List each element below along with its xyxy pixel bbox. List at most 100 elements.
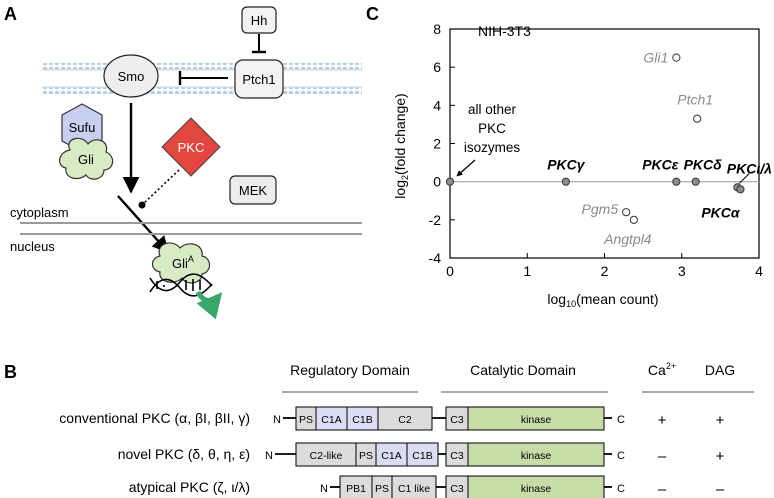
panel-a: A Hh Ptch1 Smo Sufu Gli: [4, 4, 362, 320]
annotation-arrow: [456, 159, 476, 177]
hh-box: [241, 6, 277, 34]
pkc-dotted-link: [143, 169, 180, 204]
x-tick-label: 1: [523, 263, 531, 279]
header-dag: DAG: [705, 362, 735, 378]
annotation-line-2: PKC: [478, 121, 506, 136]
n-terminus: N: [320, 483, 328, 495]
isozyme-annotation: all other PKC isozymes: [456, 102, 520, 177]
panel-c-letter: C: [366, 4, 379, 24]
point-label: Angtpl4: [603, 231, 652, 247]
data-point: [622, 208, 631, 217]
header-regulatory: Regulatory Domain: [290, 362, 410, 378]
domain-label: C1A: [321, 414, 341, 426]
y-axis-title: log2(fold change): [392, 93, 410, 198]
x-axis-title: log10(mean count): [547, 291, 658, 309]
row-label: novel PKC (δ, θ, η, ε): [118, 446, 250, 462]
panel-b: B Regulatory Domain Catalytic Domain Ca2…: [4, 361, 754, 498]
ca-dependence: –: [658, 481, 667, 498]
dag-dependence: –: [716, 481, 725, 498]
domain-label: C2-like: [310, 450, 343, 462]
y-tick-label: 6: [433, 59, 441, 75]
point-label: PKCδ: [684, 157, 723, 173]
cell-membrane: [42, 63, 362, 94]
panel-a-letter: A: [4, 4, 17, 24]
hh-label: Hh: [251, 13, 268, 28]
y-tick-label: 2: [433, 136, 441, 152]
data-point: [445, 177, 455, 186]
point-label: PKCε: [642, 157, 679, 173]
sufu-label: Sufu: [69, 120, 96, 135]
panel-b-letter: B: [4, 362, 17, 382]
mek-label: MEK: [239, 183, 268, 198]
ptch1-label: Ptch1: [242, 72, 275, 87]
point-label: PKCα: [701, 204, 741, 220]
gli-active-cloud: [151, 242, 211, 284]
c-terminus: C: [617, 414, 625, 426]
domain-label: kinase: [521, 450, 552, 462]
domain-label: C1A: [381, 450, 401, 462]
y-tick-label: 0: [433, 174, 441, 190]
domain-label: PS: [359, 450, 373, 462]
smo-label: Smo: [118, 69, 145, 84]
pkc-row-novel: novel PKC (δ, θ, η, ε) N C2-like PS C1A …: [118, 442, 725, 467]
pkc-row-conventional: conventional PKC (α, βI, βII, γ) N PS C1…: [59, 406, 725, 431]
n-terminus: N: [265, 450, 273, 462]
cytoplasm-label: cytoplasm: [10, 205, 69, 220]
n-terminus: N: [273, 414, 281, 426]
nucleus-label: nucleus: [10, 239, 55, 254]
header-catalytic: Catalytic Domain: [470, 362, 576, 378]
x-tick-label: 3: [678, 263, 686, 279]
c-terminus: C: [617, 483, 625, 495]
point-label: Gli1: [643, 50, 668, 66]
row-label: atypical PKC (ζ, ι/λ): [129, 479, 250, 495]
pkc-row-atypical: atypical PKC (ζ, ι/λ) N PB1 PS C1 like C…: [129, 475, 725, 498]
domain-label: PS: [375, 483, 389, 495]
domain-label: PB1: [346, 483, 366, 495]
ptch1-box: [234, 59, 284, 99]
point-label: Ptch1: [677, 92, 713, 108]
pkc-diamond: [161, 117, 221, 177]
transcription-arrow-icon: [195, 290, 223, 320]
domain-label: C3: [450, 450, 464, 462]
domain-label: C1B: [352, 414, 372, 426]
domain-label: PS: [299, 414, 313, 426]
domain-label: kinase: [521, 414, 552, 426]
data-point: [672, 177, 681, 186]
point-label: Pgm5: [582, 201, 619, 217]
y-tick-label: -4: [429, 250, 442, 266]
mek-box: [229, 175, 277, 205]
dag-dependence: +: [716, 412, 725, 429]
pkc-link-dot: [138, 201, 146, 209]
point-label: PKCγ: [547, 157, 586, 173]
x-tick-label: 0: [446, 263, 454, 279]
header-ca: Ca2+: [648, 361, 676, 378]
smo-oval: [103, 54, 159, 98]
data-point: [691, 177, 700, 186]
leader-line: [739, 173, 750, 184]
domain-label: C3: [450, 414, 464, 426]
dag-dependence: +: [716, 448, 725, 465]
y-tick-label: 4: [433, 97, 441, 113]
row-label: conventional PKC (α, βI, βII, γ): [59, 410, 250, 426]
gli-label: Gli: [78, 152, 94, 167]
ca-dependence: –: [658, 448, 667, 465]
gli-cloud: [59, 137, 114, 180]
domain-label: C3: [450, 483, 464, 495]
data-point: [561, 177, 570, 186]
domain-label: kinase: [521, 483, 552, 495]
domain-label: C1 like: [398, 483, 430, 495]
x-tick-label: 2: [601, 263, 609, 279]
pkc-label: PKC: [178, 140, 205, 155]
ca-dependence: +: [658, 412, 667, 429]
domain-label: C1B: [412, 450, 432, 462]
gli-active-label: GliA: [172, 254, 194, 271]
x-tick-label: 4: [755, 263, 763, 279]
annotation-line-1: all other: [468, 102, 517, 117]
data-point: [736, 185, 745, 194]
point-label: PKCι/λ: [727, 160, 772, 176]
data-point: [629, 215, 638, 224]
y-tick-label: 8: [433, 21, 441, 37]
data-point: [672, 53, 681, 62]
